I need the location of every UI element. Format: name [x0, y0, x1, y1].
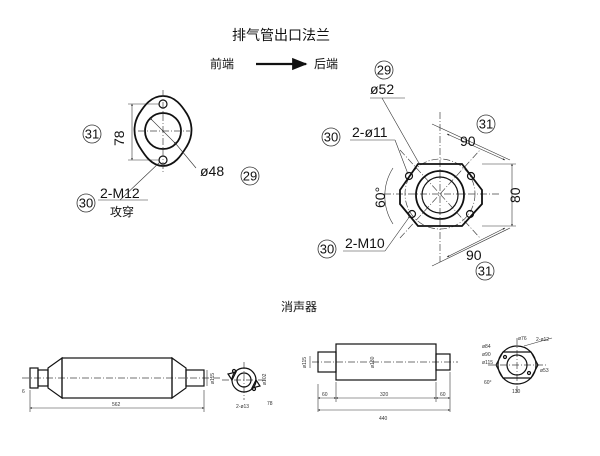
- muffler-left-flange-dia: 2-ø13: [236, 404, 249, 410]
- right-flange-inner-bore: [421, 176, 459, 214]
- left-flange-view: 78 ø48 2-M12 攻穿 31 29 30: [76, 90, 260, 219]
- balloon-left-29-label: 29: [243, 169, 257, 184]
- balloon-right-31b-label: 31: [478, 264, 492, 279]
- muffler-right-end-label-4: ø115: [482, 360, 493, 366]
- muffler-left-end-inner: [236, 372, 252, 388]
- muffler-right-left: 60: [322, 392, 328, 398]
- muffler-right-body: ø180: [370, 356, 376, 368]
- muffler-left-edge: 78: [267, 401, 273, 407]
- muffler-right-total: 440: [379, 416, 388, 422]
- muffler-right-end-label-0: ø76: [518, 336, 527, 342]
- right-flange-hole-4: [465, 209, 475, 219]
- balloon-left-30-label: 30: [79, 196, 93, 211]
- right-hole-callout: 2-ø11: [352, 124, 388, 140]
- muffler-left-end-view: 2-ø13 78 ø102: [222, 362, 273, 410]
- muffler-title: 消声器: [281, 300, 317, 314]
- header-title: 排气管出口法兰: [232, 28, 330, 44]
- muffler-right-end-label-2: ø84: [482, 344, 491, 350]
- muffler-left-length: 562: [112, 402, 121, 408]
- balloon-right-31a: [476, 114, 496, 134]
- balloon-right-30b-label: 30: [320, 242, 334, 257]
- muffler-right-end-label-3: ø90: [482, 352, 491, 358]
- muffler-right-end-label-5: ø53: [540, 368, 549, 374]
- right-flange-hole-1: [404, 171, 414, 181]
- balloon-right-30a-label: 30: [324, 130, 338, 145]
- right-flange-hole-2: [466, 171, 476, 181]
- balloon-left-31-label: 31: [85, 127, 99, 142]
- right-thread-callout: 2-M10: [345, 235, 385, 251]
- muffler-right-end-label-6: 60°: [484, 380, 492, 386]
- left-dim-height: 78: [111, 130, 127, 146]
- right-flange-hole-3: [407, 209, 417, 219]
- muffler-right-end-label-7: 130: [512, 389, 521, 395]
- balloon-right-31a-label: 31: [479, 117, 493, 132]
- muffler-left-small: 6: [22, 389, 25, 395]
- muffler-right-side-view: ø115 ø180 60 320 60 440: [302, 343, 458, 422]
- right-flange-view: ø52 2-ø11 60° 2-M10 90 90 80 29 30 31: [317, 60, 523, 281]
- muffler-right-end-outer: [497, 345, 537, 385]
- balloon-right-31b: [475, 261, 495, 281]
- left-thread-note: 攻穿: [110, 204, 134, 219]
- balloon-right-30a: [321, 127, 341, 147]
- muffler-right-end-label-1: 2-ø12: [536, 337, 549, 343]
- balloon-left-31: [82, 124, 102, 144]
- right-dim-top: 90: [460, 133, 476, 149]
- balloon-left-29: [240, 166, 260, 186]
- front-label: 前端: [210, 56, 234, 71]
- muffler-right-inlet: ø115: [302, 357, 308, 368]
- right-flange-bolt-circle: [404, 158, 476, 230]
- right-flange-bore: [415, 170, 465, 220]
- muffler-right-end-view: ø76 2-ø12 ø84 ø90 ø115 ø53 60° 130: [482, 336, 553, 395]
- muffler-left-dia2: ø115: [210, 373, 216, 384]
- right-dim-bore-dia: ø52: [370, 81, 394, 97]
- left-dim-bore-dia: ø48: [200, 163, 224, 179]
- right-dim-side: 80: [507, 187, 523, 203]
- balloon-right-29-label: 29: [377, 63, 391, 78]
- right-dim-bottom: 90: [466, 247, 482, 263]
- rear-label: 后端: [314, 57, 338, 71]
- balloon-right-29: [374, 60, 394, 80]
- muffler-left-side-view: 562 6 ø115: [22, 356, 220, 412]
- muffler-right-right: 60: [440, 392, 446, 398]
- balloon-left-30: [76, 193, 96, 213]
- muffler-right-end-inner: [506, 354, 528, 376]
- balloon-right-30b: [317, 239, 337, 259]
- left-thread-callout: 2-M12: [100, 185, 140, 201]
- right-dim-angle: 60°: [372, 187, 388, 208]
- muffler-right-body-len: 320: [380, 392, 389, 398]
- muffler-left-dia: ø102: [262, 373, 268, 385]
